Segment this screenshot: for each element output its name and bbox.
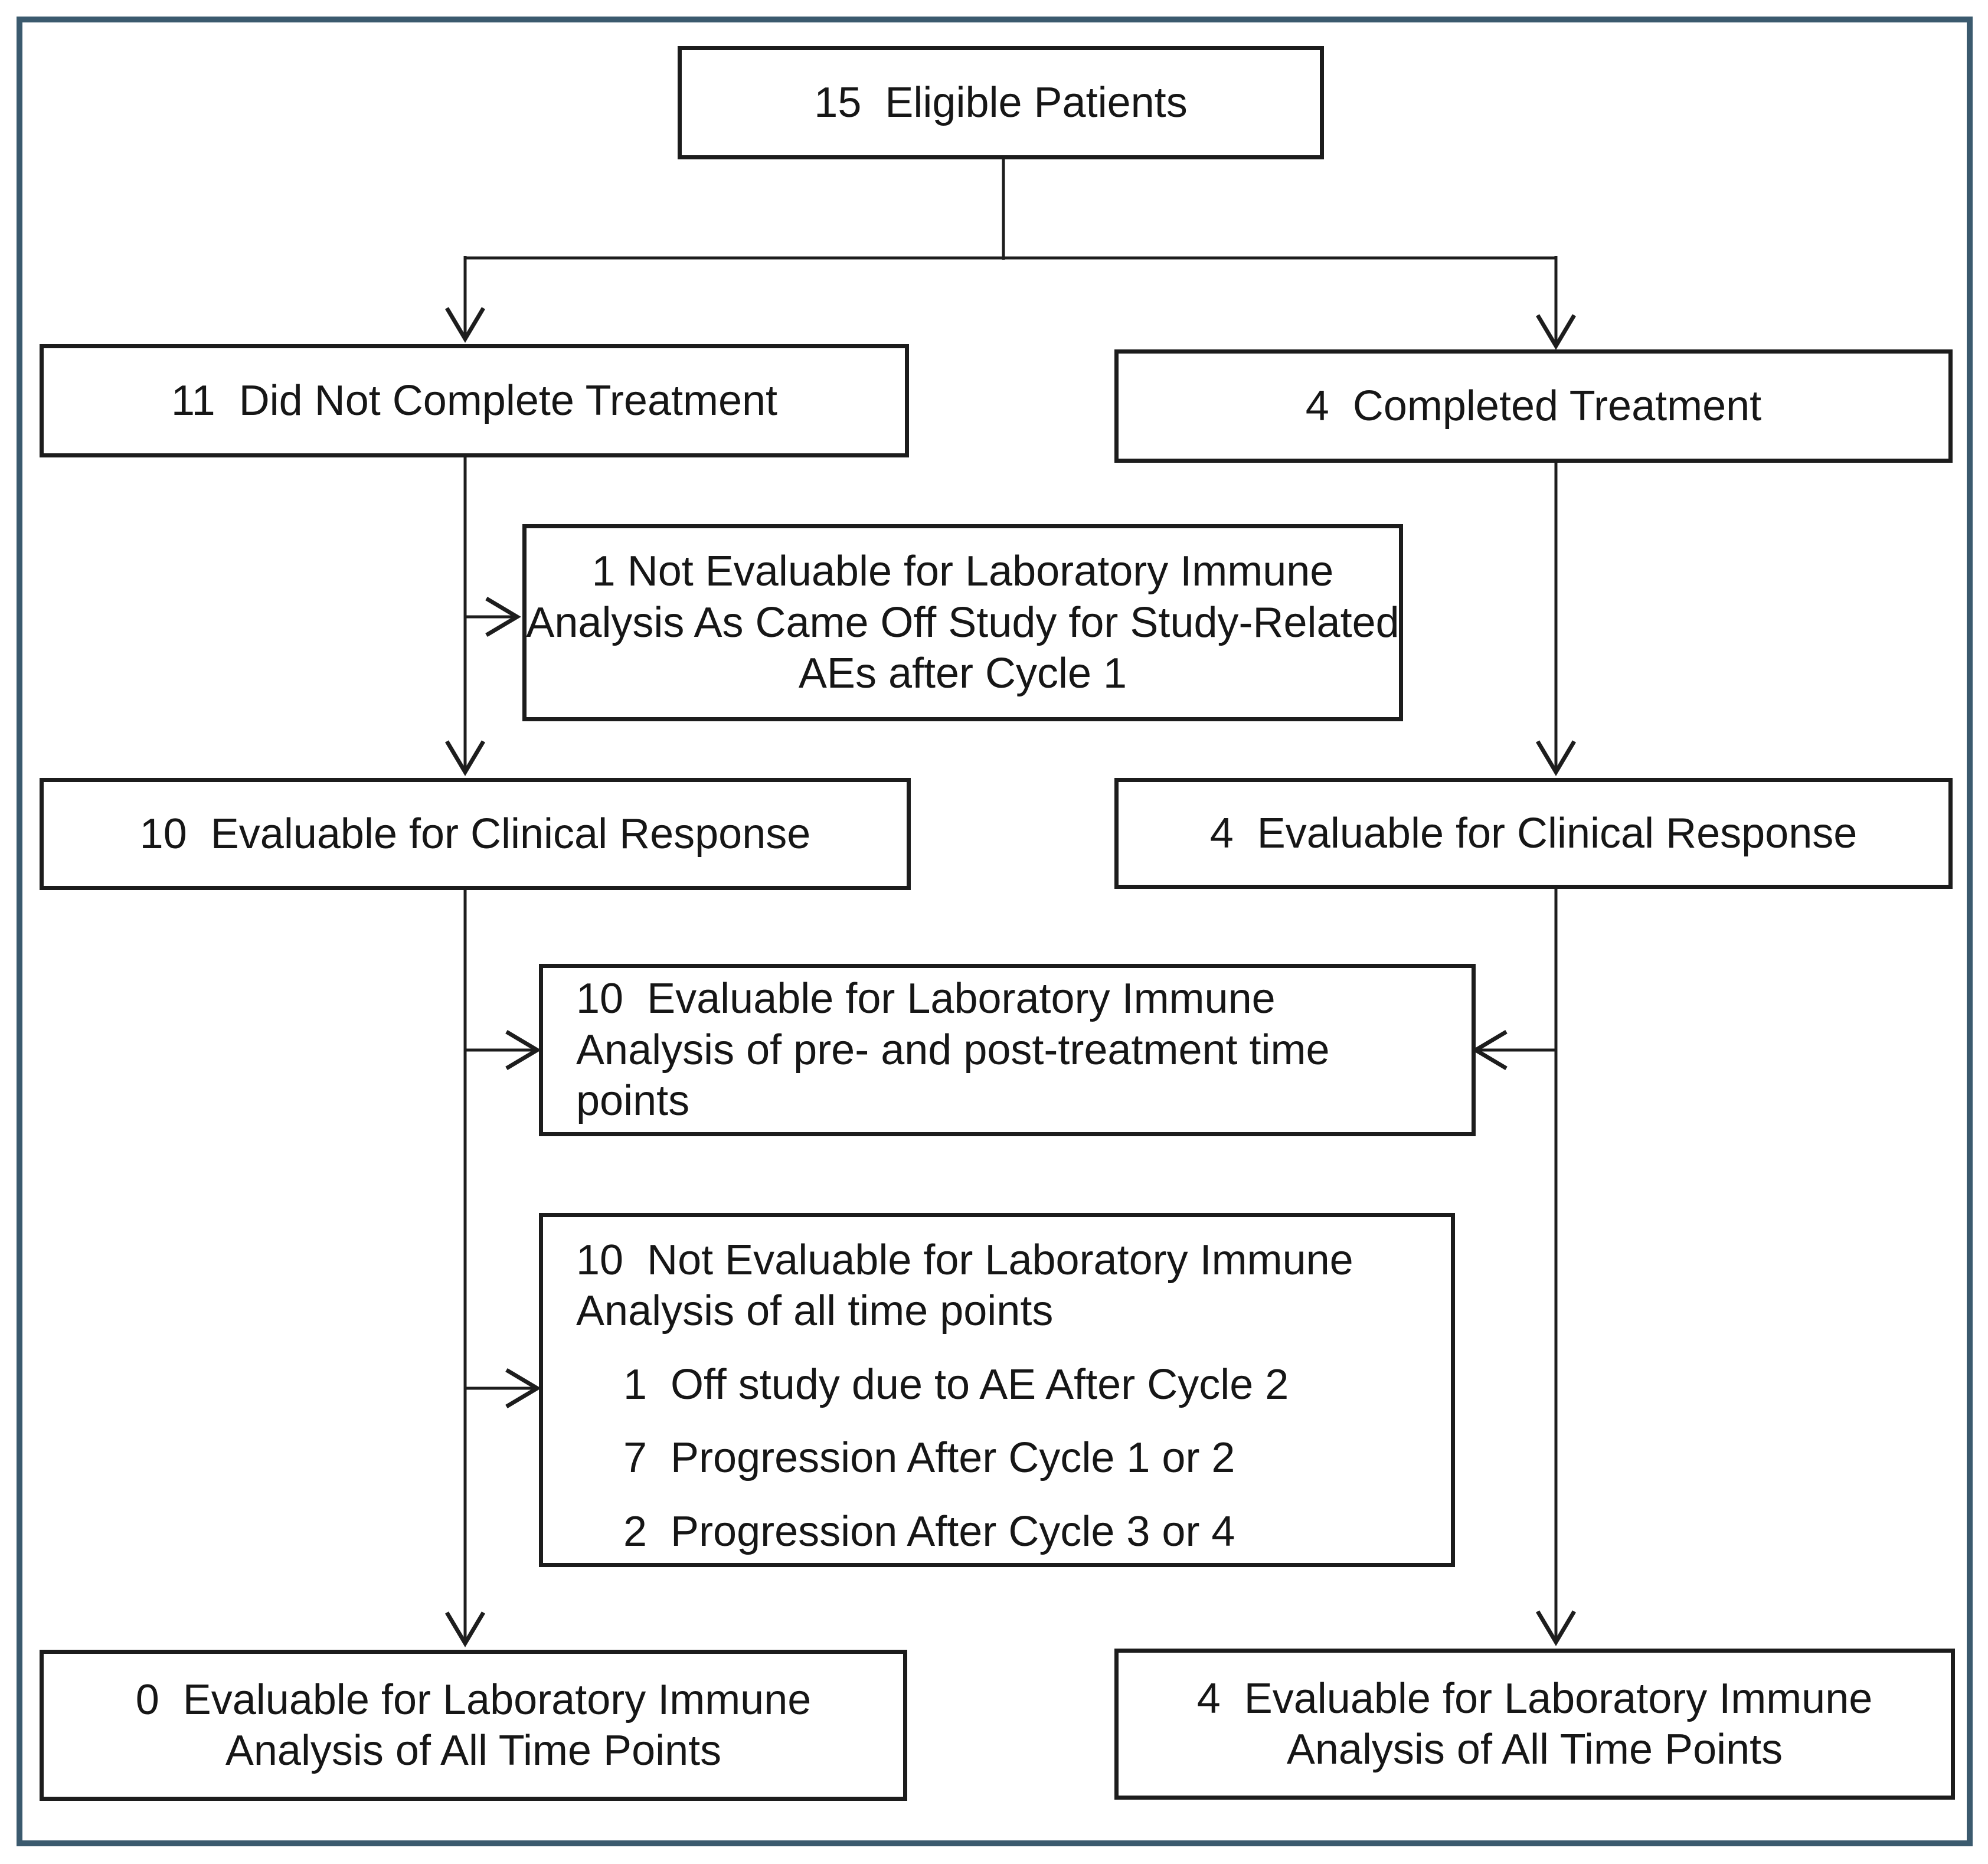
node-not-evaluable-ae: 1 Not Evaluable for Laboratory Immune An… bbox=[522, 524, 1403, 721]
node-not-evaluable-ae-line3: AEs after Cycle 1 bbox=[798, 650, 1127, 698]
node-evaluable-clinical-right: 4 Evaluable for Clinical Response bbox=[1114, 778, 1953, 889]
node-not-evaluable-all-item-progression-1-2: 7 Progression After Cycle 1 or 2 bbox=[623, 1434, 1235, 1482]
node-evaluable-all-right-line1: 4 Evaluable for Laboratory Immune bbox=[1196, 1675, 1873, 1722]
node-evaluable-all-right-line2: Analysis of All Time Points bbox=[1286, 1726, 1783, 1773]
node-not-evaluable-all-header-line1: 10 Not Evaluable for Laboratory Immune bbox=[576, 1237, 1353, 1284]
node-evaluable-prepost: 10 Evaluable for Laboratory Immune Analy… bbox=[539, 964, 1476, 1136]
node-evaluable-prepost-line2: Analysis of pre- and post-treatment time bbox=[576, 1026, 1330, 1074]
node-did-not-complete-treatment: 11 Did Not Complete Treatment bbox=[40, 344, 909, 457]
node-not-evaluable-ae-line2: Analysis As Came Off Study for Study-Rel… bbox=[526, 599, 1400, 646]
node-evaluable-all-left: 0 Evaluable for Laboratory Immune Analys… bbox=[40, 1650, 907, 1801]
node-completed-treatment-text: 4 Completed Treatment bbox=[1305, 382, 1762, 430]
figure-border bbox=[17, 17, 1973, 1846]
node-eligible-patients-text: 15 Eligible Patients bbox=[814, 79, 1188, 126]
node-evaluable-all-left-line1: 0 Evaluable for Laboratory Immune bbox=[135, 1676, 812, 1724]
node-evaluable-prepost-line3: points bbox=[576, 1077, 690, 1125]
node-not-evaluable-all-item-off-study: 1 Off study due to AE After Cycle 2 bbox=[623, 1361, 1289, 1408]
node-not-evaluable-all-item-progression-3-4: 2 Progression After Cycle 3 or 4 bbox=[623, 1507, 1235, 1555]
node-evaluable-all-right: 4 Evaluable for Laboratory Immune Analys… bbox=[1114, 1649, 1955, 1800]
node-eligible-patients: 15 Eligible Patients bbox=[678, 46, 1324, 159]
node-not-evaluable-all: 10 Not Evaluable for Laboratory Immune A… bbox=[539, 1213, 1455, 1567]
node-evaluable-clinical-left: 10 Evaluable for Clinical Response bbox=[40, 778, 911, 890]
node-evaluable-prepost-line1: 10 Evaluable for Laboratory Immune bbox=[576, 975, 1276, 1023]
node-completed-treatment: 4 Completed Treatment bbox=[1114, 349, 1953, 463]
node-evaluable-clinical-right-text: 4 Evaluable for Clinical Response bbox=[1209, 809, 1858, 857]
node-not-evaluable-ae-line1: 1 Not Evaluable for Laboratory Immune bbox=[591, 548, 1334, 596]
node-evaluable-all-left-line2: Analysis of All Time Points bbox=[225, 1727, 722, 1774]
node-not-evaluable-all-header-line2: Analysis of all time points bbox=[576, 1287, 1054, 1335]
node-evaluable-clinical-left-text: 10 Evaluable for Clinical Response bbox=[139, 810, 811, 858]
node-did-not-complete-treatment-text: 11 Did Not Complete Treatment bbox=[171, 377, 778, 424]
